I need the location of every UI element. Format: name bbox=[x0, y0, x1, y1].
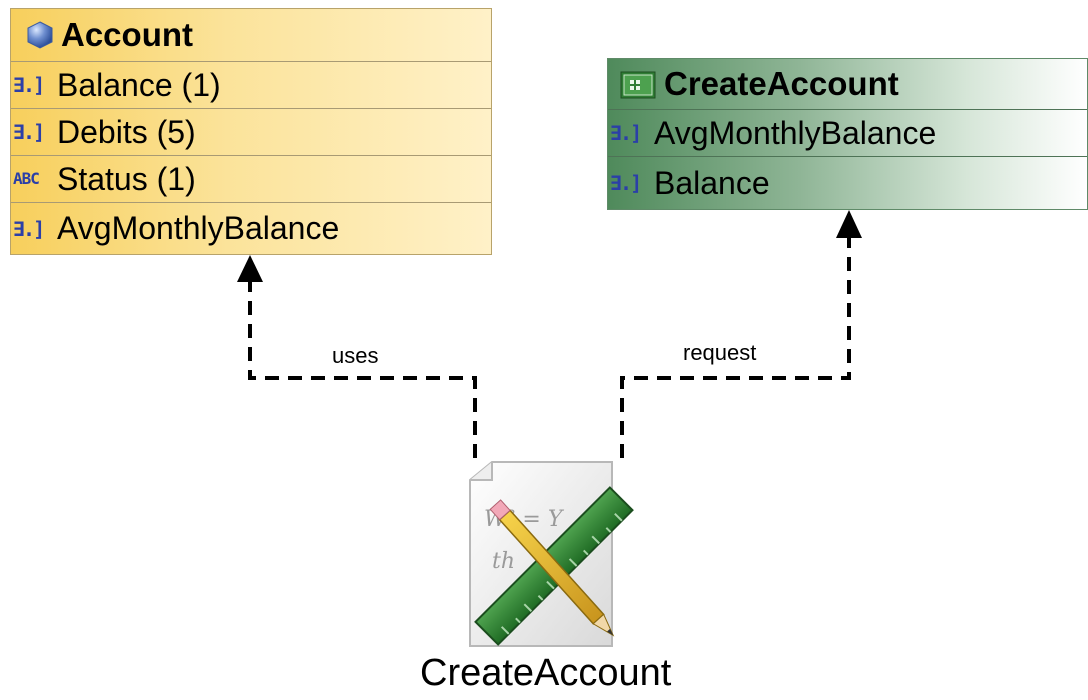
rule-caption: CreateAccount bbox=[420, 652, 672, 694]
account-attribute-row[interactable]: ∃.] AvgMonthlyBalance bbox=[11, 202, 491, 254]
account-header: Account bbox=[11, 9, 491, 61]
number-attribute-icon: ∃.] bbox=[13, 216, 45, 241]
uses-label: uses bbox=[332, 343, 379, 368]
account-attribute-row[interactable]: ABC Status (1) bbox=[11, 155, 491, 202]
attribute-label: Status (1) bbox=[57, 160, 196, 197]
account-title: Account bbox=[61, 16, 193, 53]
account-attribute-row[interactable]: ∃.] Debits (5) bbox=[11, 108, 491, 155]
attribute-label: Debits (5) bbox=[57, 113, 196, 150]
create-account-entity[interactable]: CreateAccount ∃.] AvgMonthlyBalance ∃.] … bbox=[607, 58, 1088, 210]
request-connector[interactable] bbox=[620, 238, 851, 458]
number-attribute-icon: ∃.] bbox=[13, 120, 45, 144]
create-account-attribute-row[interactable]: ∃.] AvgMonthlyBalance bbox=[608, 109, 1087, 156]
rule-document-icon[interactable]: W² = Y th bbox=[462, 458, 648, 650]
attribute-label: AvgMonthlyBalance bbox=[654, 114, 937, 151]
number-attribute-icon: ∃.] bbox=[610, 171, 642, 195]
request-arrowhead-icon bbox=[836, 210, 862, 238]
create-account-title: CreateAccount bbox=[664, 65, 899, 102]
attribute-label: AvgMonthlyBalance bbox=[57, 210, 340, 246]
entity-cube-icon bbox=[25, 20, 55, 50]
number-attribute-icon: ∃.] bbox=[610, 121, 642, 145]
uses-arrowhead-icon bbox=[237, 255, 263, 282]
account-entity[interactable]: Account ∃.] Balance (1) ∃.] Debits (5) A… bbox=[10, 8, 492, 255]
attribute-label: Balance (1) bbox=[57, 66, 221, 103]
number-attribute-icon: ∃.] bbox=[13, 73, 45, 97]
attribute-label: Balance bbox=[654, 164, 770, 201]
create-account-header: CreateAccount bbox=[608, 59, 1087, 109]
request-label: request bbox=[683, 340, 757, 365]
account-attribute-row[interactable]: ∃.] Balance (1) bbox=[11, 61, 491, 108]
text-attribute-icon: ABC bbox=[13, 169, 40, 188]
svg-text:th: th bbox=[492, 549, 515, 574]
create-account-attribute-row[interactable]: ∃.] Balance bbox=[608, 156, 1087, 209]
form-entity-icon bbox=[620, 70, 656, 99]
uses-connector[interactable] bbox=[248, 282, 477, 458]
